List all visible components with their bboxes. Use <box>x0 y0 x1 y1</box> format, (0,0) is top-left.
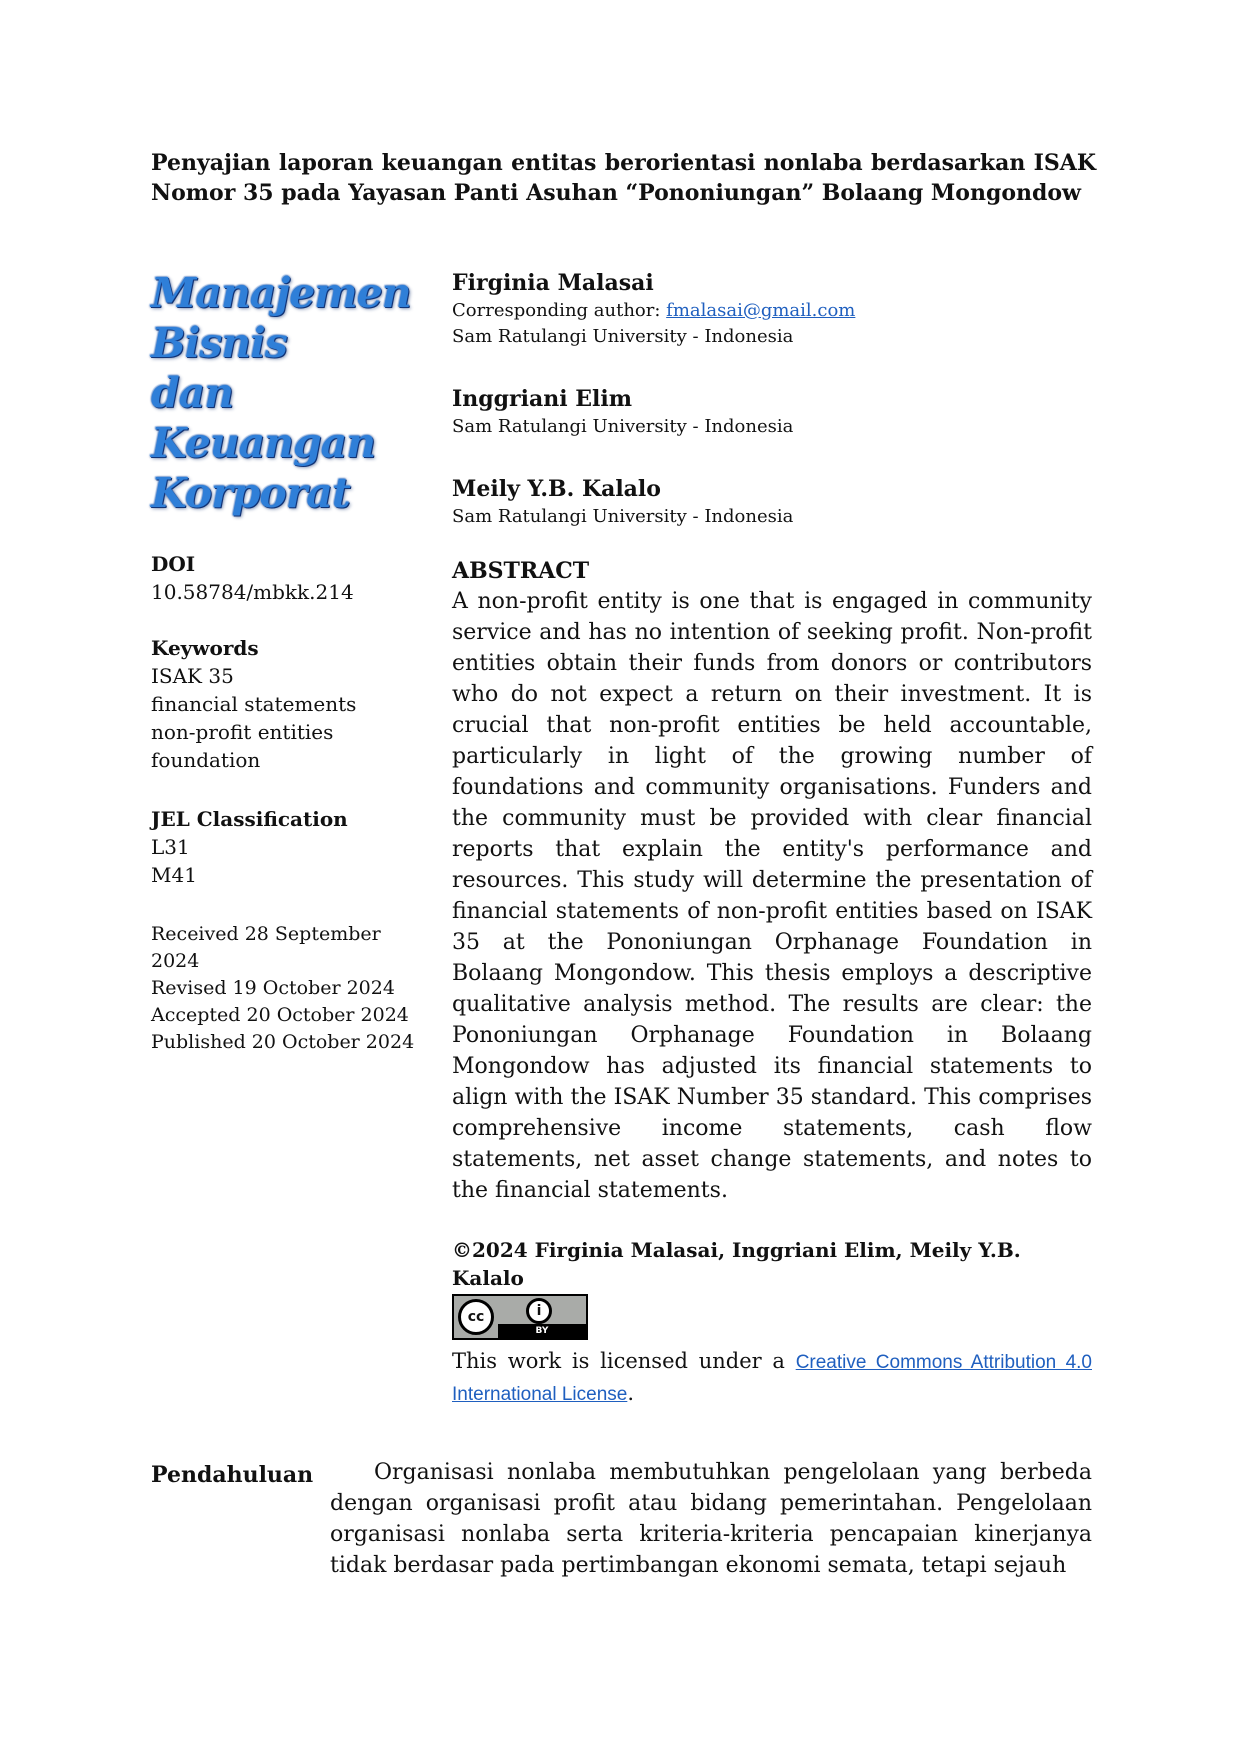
revised-date: Revised 19 October 2024 <box>151 977 395 999</box>
author-email-link[interactable]: fmalasai@gmail.com <box>666 300 856 321</box>
keywords-label: Keywords <box>151 636 259 660</box>
author-entry: Meily Y.B. Kalalo Sam Ratulangi Universi… <box>452 474 1092 530</box>
doi-value: 10.58784/mbkk.214 <box>151 580 354 604</box>
author-affiliation: Sam Ratulangi University - Indonesia <box>452 416 794 437</box>
jel-item: M41 <box>151 863 197 887</box>
section-body: Organisasi nonlaba membutuhkan pengelola… <box>330 1460 1092 1578</box>
keyword-item: foundation <box>151 748 261 772</box>
author-affiliation: Sam Ratulangi University - Indonesia <box>452 326 794 347</box>
journal-logo-line: Korporat <box>151 469 351 517</box>
section-heading: Pendahuluan <box>151 1462 314 1488</box>
abstract-heading: ABSTRACT <box>452 558 590 584</box>
published-date: Published 20 October 2024 <box>151 1031 415 1053</box>
accepted-date: Accepted 20 October 2024 <box>151 1004 409 1026</box>
doi-block: DOI 10.58784/mbkk.214 <box>151 550 431 606</box>
by-label: BY <box>498 1324 586 1338</box>
creative-commons-icon: cc <box>458 1299 494 1335</box>
copyright-section: ©2024 Firginia Malasai, Inggriani Elim, … <box>452 1236 1092 1410</box>
cc-by-license-badge[interactable]: cc i BY <box>452 1294 588 1340</box>
journal-logo-line: Keuangan <box>151 419 376 467</box>
dates-block: Received 28 September 2024 Revised 19 Oc… <box>151 921 431 1056</box>
license-suffix: . <box>627 1381 635 1405</box>
journal-logo-line: Bisnis <box>151 319 288 367</box>
attribution-icon: i <box>526 1298 552 1324</box>
journal-logo-line: Manajemen <box>151 269 412 317</box>
keyword-item: financial statements <box>151 692 357 716</box>
author-name: Inggriani Elim <box>452 386 633 412</box>
author-entry: Inggriani Elim Sam Ratulangi University … <box>452 384 1092 440</box>
jel-item: L31 <box>151 835 190 859</box>
corresponding-author: Corresponding author: fmalasai@gmail.com <box>452 298 1092 324</box>
abstract-section: ABSTRACT A non-profit entity is one that… <box>452 556 1092 1206</box>
license-prefix: This work is licensed under a <box>452 1349 796 1373</box>
paper-title: Penyajian laporan keuangan entitas beror… <box>151 150 1096 206</box>
author-name: Firginia Malasai <box>452 270 654 296</box>
author-list: Firginia Malasai Corresponding author: f… <box>452 268 1092 564</box>
author-affiliation: Sam Ratulangi University - Indonesia <box>452 506 794 527</box>
license-link[interactable]: Creative Commons Attribution 4.0 Interna… <box>452 1352 1092 1405</box>
abstract-text: A non-profit entity is one that is engag… <box>452 589 1092 1203</box>
author-name: Meily Y.B. Kalalo <box>452 476 661 502</box>
keyword-item: non-profit entities <box>151 720 334 744</box>
author-entry: Firginia Malasai Corresponding author: f… <box>452 268 1092 350</box>
jel-block: JEL Classification L31 M41 <box>151 805 431 889</box>
corresponding-label: Corresponding author: <box>452 300 667 321</box>
keywords-block: Keywords ISAK 35 financial statements no… <box>151 634 431 774</box>
received-date: Received 28 September 2024 <box>151 923 381 972</box>
doi-label: DOI <box>151 552 196 576</box>
jel-label: JEL Classification <box>151 807 348 831</box>
keyword-item: ISAK 35 <box>151 664 234 688</box>
journal-logo: Manajemen Bisnis dan Keuangan Korporat <box>151 268 412 518</box>
license-statement: This work is licensed under a Creative C… <box>452 1346 1092 1410</box>
copyright-line: ©2024 Firginia Malasai, Inggriani Elim, … <box>452 1238 1021 1290</box>
journal-logo-line: dan <box>151 369 234 417</box>
